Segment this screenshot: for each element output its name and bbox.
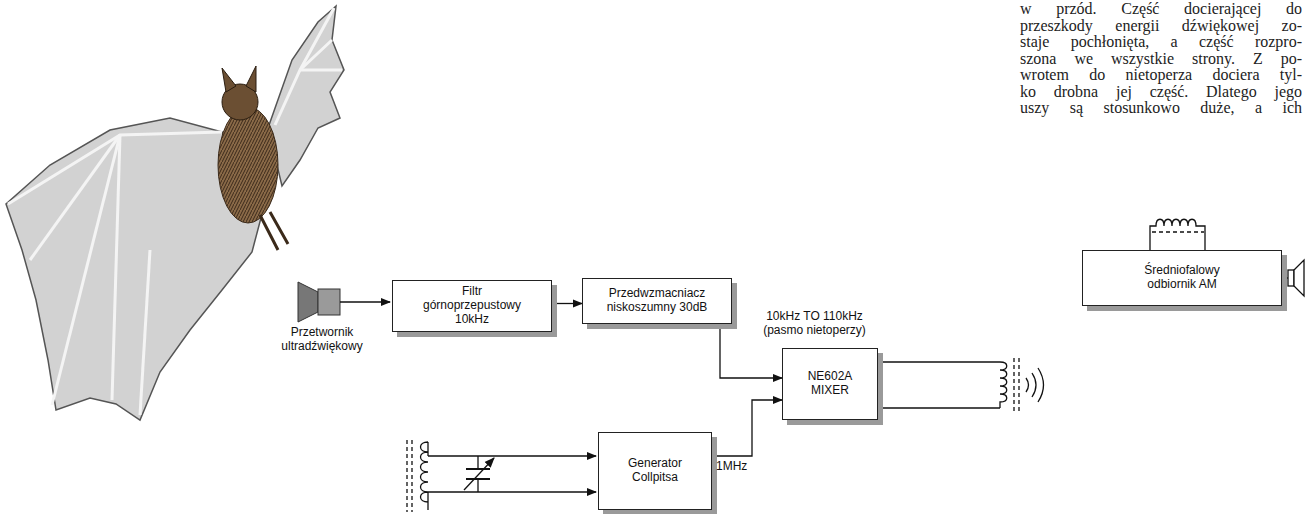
body-text-line: ko drobna jej część. Dlatego jego [1020,84,1302,100]
box-label: NE602A MIXER [801,370,859,398]
frequency-label: 1MHz [716,460,756,474]
receiver-coil [1150,219,1205,250]
bat-illustration [6,6,344,420]
transducer-symbol [298,282,390,322]
speaker-symbol [1282,260,1304,296]
signal-band: 10kHz TO 110kHz (pasmo nietoperzy) [752,310,877,338]
body-text-line: w przód. Część docierającej do [1020,1,1302,17]
box-label: Generator Collpitsa [616,457,694,485]
signal-arrow [552,303,582,304]
box-label: Średniofalowy odbiornik AM [1128,264,1236,292]
body-text-line: uszy są stosunkowo duże, a ich [1020,100,1302,116]
lc-tank [407,440,596,512]
oscillator-box: Generator Collpitsa [598,432,712,510]
preamp-box: Przedwzmacniacz niskoszumny 30dB [582,278,732,324]
mixer-box: NE602A MIXER [782,348,878,420]
signal-arrow [712,400,782,456]
body-text-line: szona we wszystkie strony. Z po- [1020,51,1302,67]
box-label: Filtr górnoprzepustowy 10kHz [415,285,529,326]
box-label: Przedwzmacniacz niskoszumny 30dB [603,287,711,315]
transmit-coil [878,358,1044,412]
body-text-line: staje pochłonięta, a część rozpro- [1020,34,1302,50]
body-text-line: przeszkody energii dźwiękowej zo- [1020,18,1302,34]
part-name: Przetwornik ultradźwiękowy [262,326,382,354]
body-text-line: wrotem do nietoperza dociera tyl- [1020,67,1302,83]
receiver-box: Średniofalowy odbiornik AM [1082,250,1282,306]
filter-box: Filtr górnoprzepustowy 10kHz [392,280,552,332]
